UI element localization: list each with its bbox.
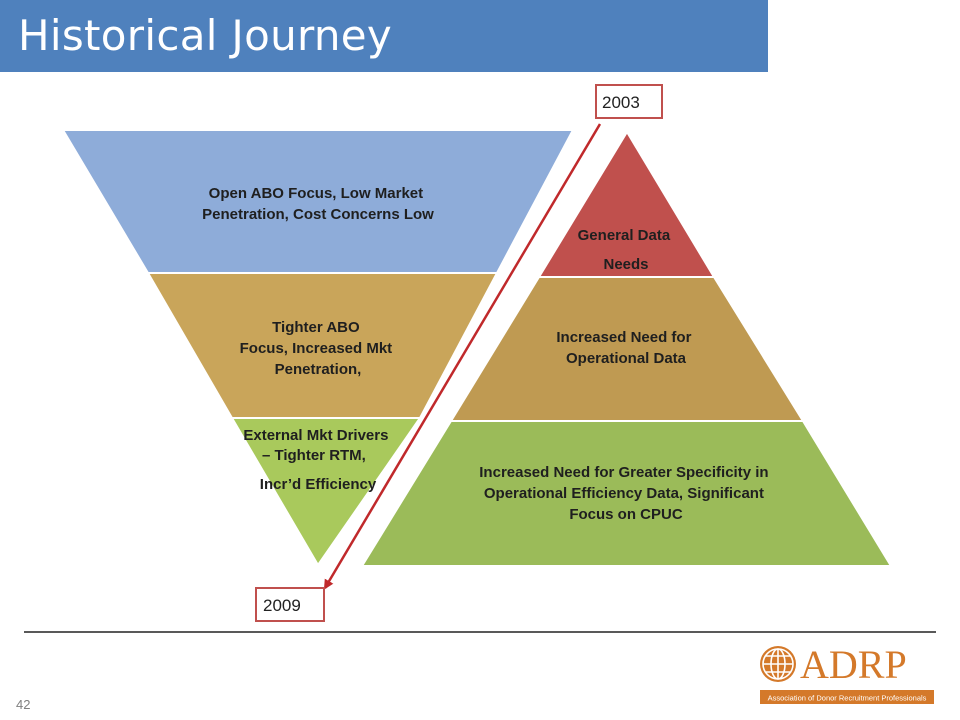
adrp-logo: ADRP Association of Donor Recruitment Pr…	[756, 640, 938, 710]
end-year-label: 2009	[263, 596, 301, 615]
start-year-box	[595, 84, 663, 119]
globe-icon: ADRP Association of Donor Recruitment Pr…	[760, 642, 934, 704]
pyramid-tier-3	[360, 420, 893, 567]
pyramid-tier-1-label: General Data Needs	[578, 227, 675, 273]
pyramid-tier-2	[449, 276, 805, 422]
page-number: 42	[16, 697, 31, 712]
pyramid-tier-3-label: Increased Need for Greater Specificity i…	[479, 464, 772, 523]
end-year-box	[255, 587, 325, 622]
title-bar: Historical Journey	[0, 0, 768, 72]
timeline-arrow	[323, 123, 602, 590]
start-year-label: 2003	[602, 93, 640, 112]
logo-tagline: Association of Donor Recruitment Profess…	[768, 694, 927, 703]
logo-wordmark: ADRP	[800, 642, 907, 687]
pyramid-tier-2-label: Increased Need for Operational Data	[556, 329, 695, 367]
funnel-tier-2-label: Tighter ABO Focus, Increased Mkt Penetra…	[240, 319, 397, 378]
funnel-tier-3-label: External Mkt Drivers – Tighter RTM, Incr…	[243, 427, 392, 493]
funnel-tier-3	[230, 417, 422, 567]
slide-title: Historical Journey	[18, 11, 393, 60]
funnel-tier-1-label: Open ABO Focus, Low Market Penetration, …	[202, 185, 434, 223]
